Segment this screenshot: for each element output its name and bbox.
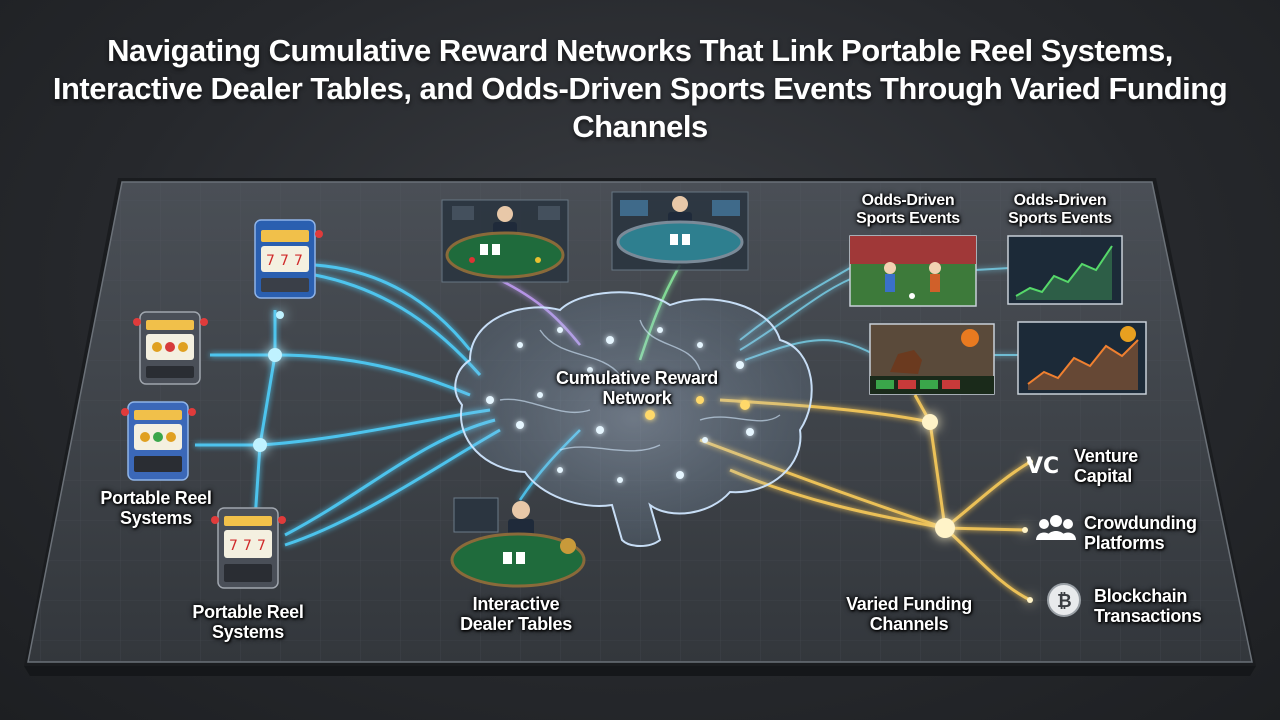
slot-machine-icon: 7 7 7 bbox=[254, 219, 323, 299]
sports-label-left: Odds-Driven Sports Events bbox=[856, 192, 960, 227]
svg-text:7: 7 bbox=[266, 253, 275, 269]
slot-machine-icon: 7 7 7 bbox=[211, 507, 286, 589]
svg-text:₿: ₿ bbox=[1057, 591, 1072, 612]
sports-match-panel bbox=[849, 235, 977, 307]
blockchain-label: Blockchain Transactions bbox=[1094, 586, 1202, 626]
page-title: Navigating Cumulative Reward Networks Th… bbox=[52, 33, 1228, 144]
reels-label-lower: Portable Reel Systems bbox=[192, 602, 304, 642]
svg-text:7: 7 bbox=[294, 253, 303, 269]
sports-match-panel bbox=[869, 323, 995, 395]
center-network-label: Cumulative Reward Network bbox=[556, 368, 718, 408]
svg-text:7: 7 bbox=[243, 538, 252, 554]
svg-text:7: 7 bbox=[229, 538, 238, 554]
blockchain-coin-icon: ₿ bbox=[1047, 583, 1081, 617]
dealer-tables-label: Interactive Dealer Tables bbox=[460, 594, 572, 634]
dealer-table-icon bbox=[450, 497, 586, 588]
slot-machine-icon bbox=[121, 401, 196, 481]
slot-machine-icon bbox=[133, 311, 208, 385]
reel-junction-nodes bbox=[253, 311, 284, 452]
dealer-table-icon bbox=[441, 199, 569, 283]
sports-label-right: Odds-Driven Sports Events bbox=[1008, 192, 1112, 227]
venture-capital-label: Venture Capital bbox=[1074, 446, 1138, 486]
funding-hub-nodes bbox=[922, 414, 1033, 603]
vc-logo: VC bbox=[1026, 454, 1059, 479]
venture-capital-icon: VC bbox=[1026, 454, 1059, 479]
reward-network-brain bbox=[454, 291, 813, 547]
dealer-table-icon bbox=[611, 191, 749, 271]
odds-chart-panel bbox=[1007, 235, 1123, 305]
funding-channels-label: Varied Funding Channels bbox=[846, 594, 972, 634]
crowdfunding-label: Crowdunding Platforms bbox=[1084, 513, 1197, 553]
svg-text:7: 7 bbox=[257, 538, 266, 554]
svg-text:7: 7 bbox=[280, 253, 289, 269]
odds-chart-panel bbox=[1017, 321, 1147, 395]
reels-label-upper: Portable Reel Systems bbox=[100, 488, 212, 528]
crowdfunding-icon bbox=[1036, 515, 1076, 540]
